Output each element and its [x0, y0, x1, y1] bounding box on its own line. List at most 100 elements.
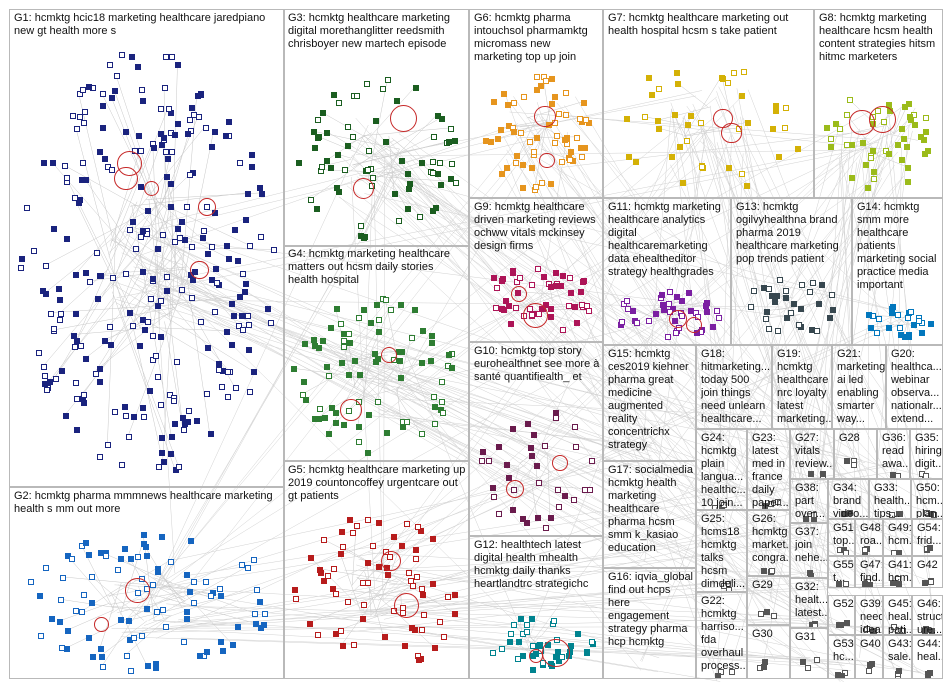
node[interactable]: [86, 551, 93, 558]
node[interactable]: [572, 444, 579, 451]
node[interactable]: [804, 665, 811, 672]
node[interactable]: [163, 288, 170, 295]
node[interactable]: [750, 287, 757, 294]
node[interactable]: [843, 550, 850, 555]
node[interactable]: [673, 70, 680, 77]
node[interactable]: [833, 121, 840, 128]
node[interactable]: [517, 616, 524, 623]
node[interactable]: [99, 102, 106, 109]
node[interactable]: [375, 316, 382, 323]
node[interactable]: [370, 174, 377, 181]
node[interactable]: [923, 473, 930, 478]
node[interactable]: [37, 592, 44, 599]
node[interactable]: [175, 121, 182, 128]
node[interactable]: [404, 521, 411, 528]
node[interactable]: [246, 389, 253, 396]
node[interactable]: [257, 625, 264, 632]
node[interactable]: [325, 431, 332, 438]
node[interactable]: [814, 327, 821, 334]
node[interactable]: [567, 289, 574, 296]
node[interactable]: [235, 623, 242, 630]
node[interactable]: [404, 419, 411, 426]
node[interactable]: [698, 163, 705, 170]
node[interactable]: [89, 574, 96, 581]
node[interactable]: [216, 585, 223, 592]
node[interactable]: [891, 624, 898, 631]
node[interactable]: [774, 292, 781, 299]
node[interactable]: [726, 164, 733, 171]
node[interactable]: [87, 278, 94, 285]
node[interactable]: [345, 142, 352, 149]
node[interactable]: [558, 158, 565, 165]
node[interactable]: [543, 524, 550, 531]
node[interactable]: [624, 305, 631, 312]
node[interactable]: [180, 426, 187, 433]
node[interactable]: [244, 564, 251, 571]
node[interactable]: [57, 296, 64, 303]
node[interactable]: [432, 403, 439, 410]
node[interactable]: [711, 504, 718, 509]
node[interactable]: [165, 155, 172, 162]
node[interactable]: [431, 393, 437, 400]
node[interactable]: [923, 115, 930, 122]
node[interactable]: [720, 76, 727, 83]
node[interactable]: [163, 174, 170, 180]
node[interactable]: [82, 269, 89, 276]
node[interactable]: [76, 200, 83, 207]
node[interactable]: [58, 368, 65, 375]
node[interactable]: [398, 302, 405, 309]
node[interactable]: [261, 610, 268, 617]
node[interactable]: [806, 570, 813, 577]
node[interactable]: [62, 163, 69, 170]
node[interactable]: [137, 147, 144, 154]
node[interactable]: [40, 364, 47, 371]
node[interactable]: [241, 288, 248, 295]
hub-node-ring[interactable]: [125, 578, 150, 603]
node[interactable]: [321, 537, 328, 544]
node[interactable]: [550, 617, 557, 624]
node[interactable]: [52, 376, 59, 383]
node[interactable]: [896, 550, 903, 555]
node[interactable]: [835, 580, 842, 587]
node[interactable]: [96, 148, 103, 155]
node[interactable]: [164, 274, 171, 281]
node[interactable]: [314, 117, 321, 124]
hub-node-ring[interactable]: [551, 454, 568, 471]
node[interactable]: [207, 430, 214, 437]
node[interactable]: [73, 272, 80, 279]
node[interactable]: [844, 111, 851, 118]
node[interactable]: [374, 399, 381, 406]
node[interactable]: [307, 554, 314, 561]
node[interactable]: [83, 540, 90, 547]
node[interactable]: [364, 167, 371, 174]
node[interactable]: [325, 572, 332, 579]
node[interactable]: [513, 160, 520, 167]
node[interactable]: [500, 91, 507, 98]
node[interactable]: [510, 99, 517, 106]
node[interactable]: [520, 185, 527, 192]
node[interactable]: [430, 169, 437, 176]
node[interactable]: [139, 86, 146, 93]
node[interactable]: [765, 325, 772, 332]
node[interactable]: [168, 149, 175, 156]
node[interactable]: [102, 155, 109, 162]
node[interactable]: [73, 126, 80, 133]
node[interactable]: [213, 265, 220, 272]
node[interactable]: [126, 433, 133, 440]
node[interactable]: [771, 612, 778, 619]
node[interactable]: [687, 307, 694, 314]
node[interactable]: [763, 608, 770, 615]
node[interactable]: [390, 534, 397, 541]
node[interactable]: [331, 91, 338, 98]
node[interactable]: [129, 323, 136, 330]
node[interactable]: [851, 462, 858, 469]
node[interactable]: [451, 138, 458, 145]
node[interactable]: [150, 275, 157, 282]
node[interactable]: [830, 306, 837, 313]
node[interactable]: [370, 542, 377, 549]
node[interactable]: [140, 228, 147, 235]
node[interactable]: [328, 405, 335, 412]
node[interactable]: [351, 641, 358, 648]
node[interactable]: [203, 390, 210, 397]
node[interactable]: [337, 321, 344, 328]
